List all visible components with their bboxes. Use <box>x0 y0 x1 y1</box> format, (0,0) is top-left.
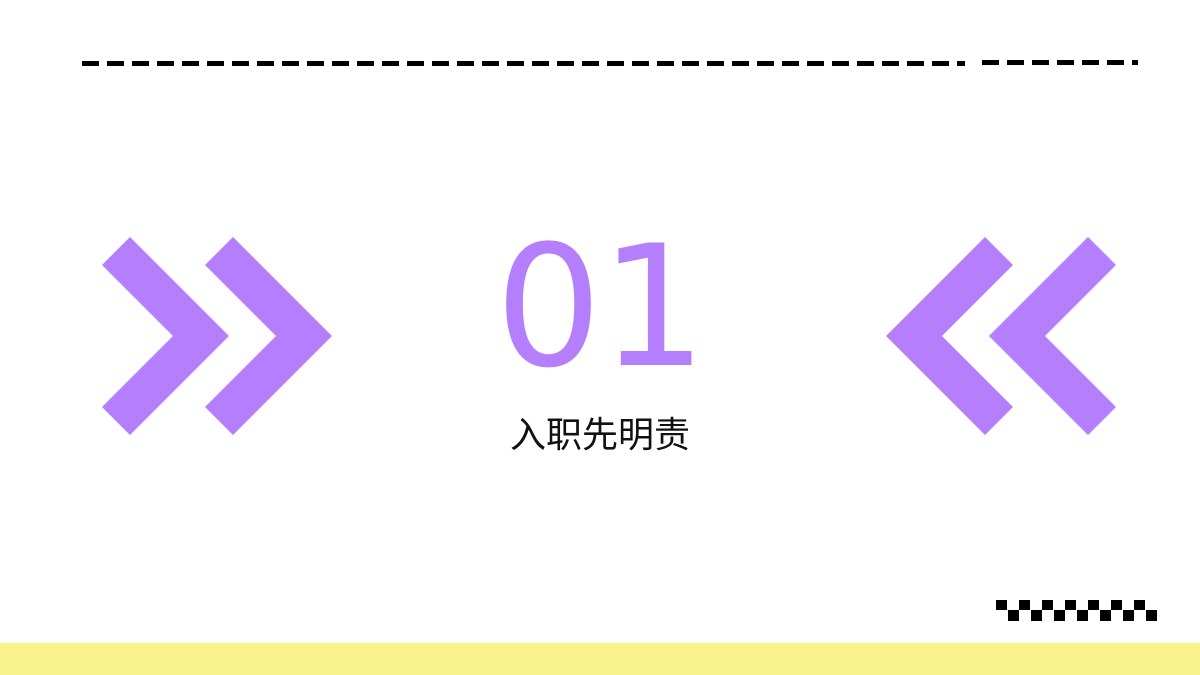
section-number: 01 <box>495 209 707 405</box>
double-chevron-right-icon <box>102 237 332 435</box>
bottom-yellow-band <box>0 643 1200 675</box>
double-chevron-left-icon <box>886 237 1116 435</box>
top-dashed-line-short <box>982 60 1138 65</box>
top-dashed-line-long <box>82 61 965 66</box>
checker-pattern <box>996 600 1157 621</box>
section-title: 入职先明责 <box>509 415 690 456</box>
